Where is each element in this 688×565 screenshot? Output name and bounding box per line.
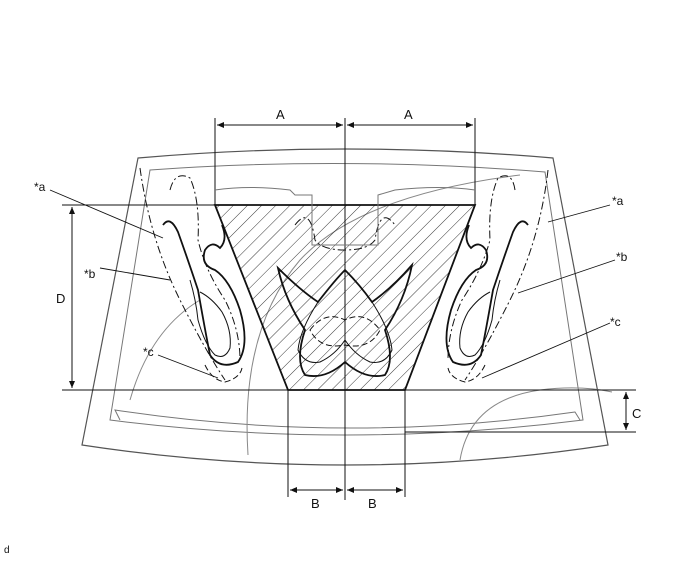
callout-a-left: *a: [34, 180, 46, 194]
dimension-c-label: C: [632, 406, 642, 421]
leader-c-right: [481, 322, 611, 379]
wiper-sweep-arc-right: [459, 387, 613, 461]
zone-c-outline-right: [459, 279, 501, 357]
top-gray-outline: [214, 187, 476, 246]
zone-a-outline-right-top: [447, 175, 516, 361]
leader-a-right: [547, 204, 611, 223]
callout-b-left: *b: [84, 267, 96, 281]
zone-c-outline-left-dash: [204, 364, 243, 383]
center-zone-a-dash: [294, 217, 396, 251]
windshield-outer-outline: [81, 148, 609, 466]
leader-b-left: [99, 267, 171, 281]
leader-a-left: [49, 189, 164, 239]
windshield-inner-outline-2: [114, 409, 581, 429]
dimension-b-right-label: B: [368, 496, 377, 511]
zone-b-outline-right: [445, 220, 529, 366]
center-zone-a-dash-2: [309, 316, 381, 347]
callout-a-right: *a: [612, 194, 624, 208]
zone-a-outline-right: [464, 169, 549, 381]
zone-c-outline-right-dash: [447, 364, 486, 383]
callout-b-right: *b: [616, 250, 628, 264]
zone-c-outline-left: [189, 279, 231, 357]
wiper-sweep-arc-lower: [129, 299, 201, 401]
dimension-d-label: D: [56, 291, 66, 306]
windshield-inner-outline: [109, 162, 584, 436]
figure-id: d: [4, 545, 10, 556]
dimension-b-left-label: B: [311, 496, 320, 511]
center-zone-c-outline: [297, 301, 393, 363]
callout-c-right: *c: [610, 315, 621, 329]
zone-b-outline-left: [162, 220, 246, 366]
callout-c-left: *c: [143, 345, 154, 359]
center-zone-b-outline: [276, 261, 414, 377]
zone-a-outline-left-top: [169, 175, 241, 361]
leader-b-right: [517, 259, 616, 294]
leader-c-left: [157, 354, 219, 379]
dimension-a-right-label: A: [404, 107, 413, 122]
dimension-a-left-label: A: [276, 107, 285, 122]
